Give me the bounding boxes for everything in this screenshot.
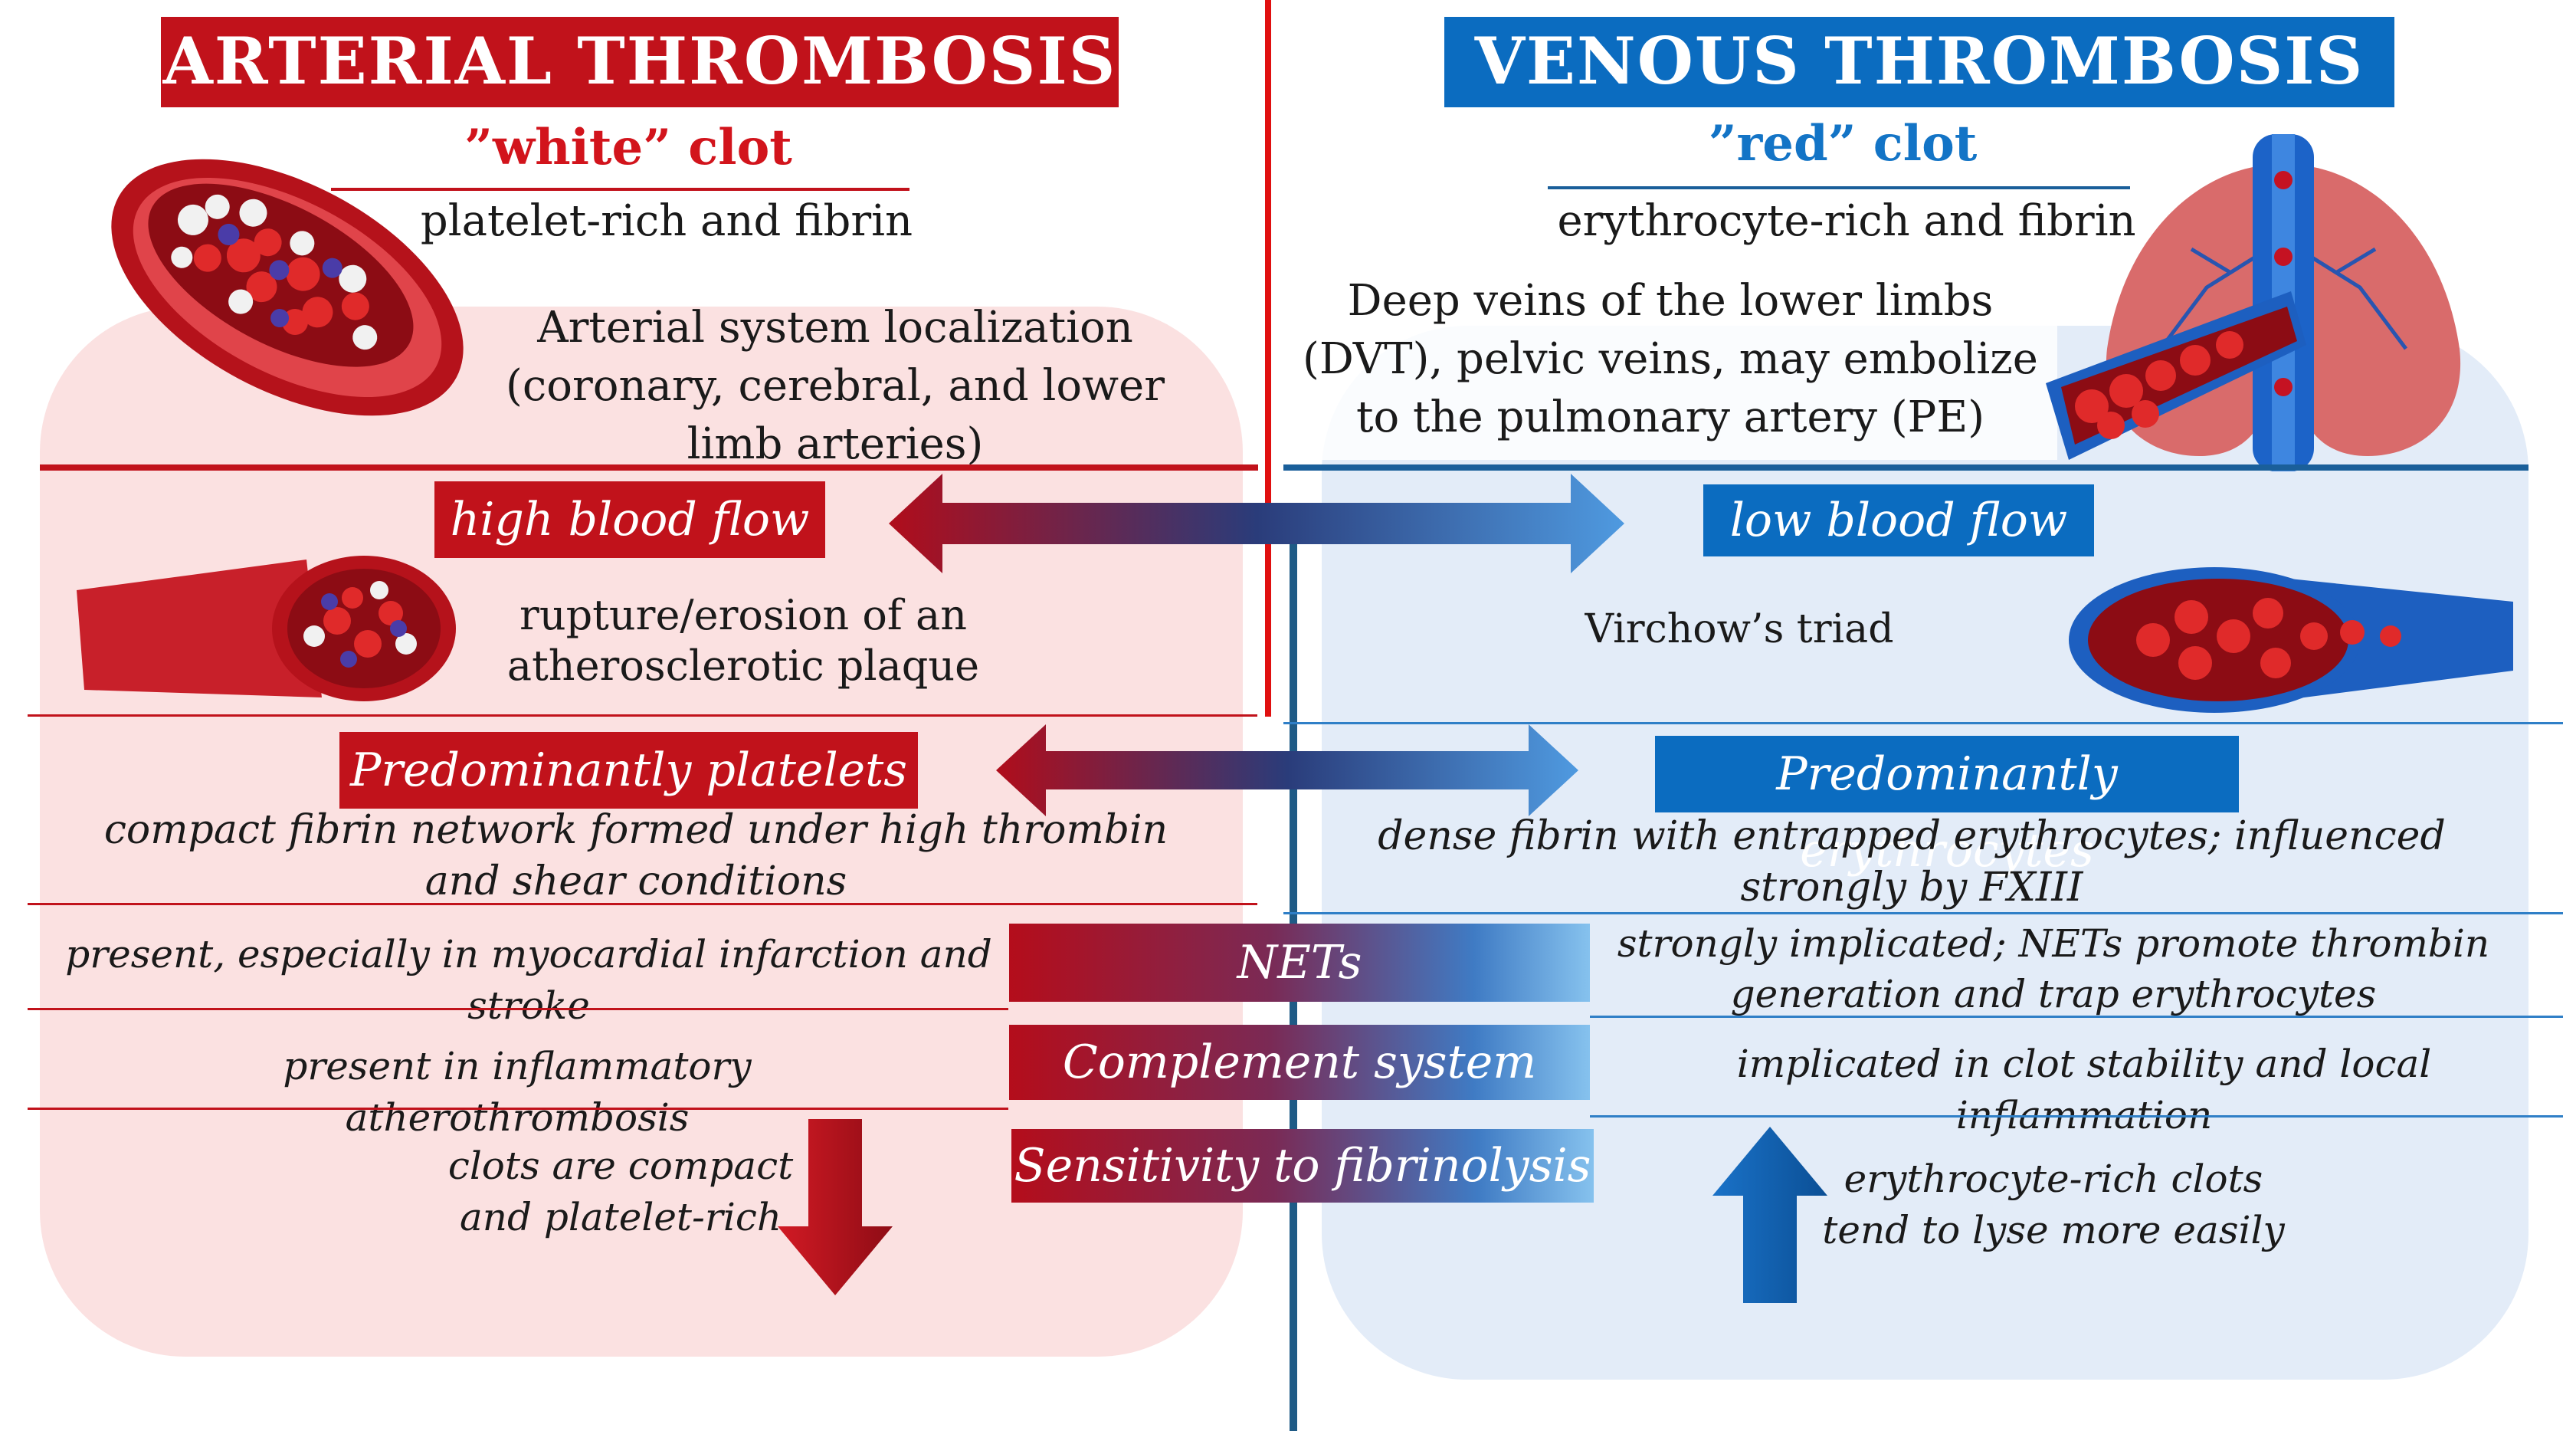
- divider-arterial-2: [28, 714, 1257, 717]
- divider-venous-4: [1590, 1016, 2563, 1018]
- low-blood-flow-box: low blood flow: [1703, 484, 2094, 556]
- arterial-complement: present in inflammatory atherothrombosis: [283, 1044, 752, 1140]
- arterial-text-backdrop: [306, 130, 958, 253]
- divider-arterial-4: [28, 1008, 1008, 1010]
- divider-venous-3: [1283, 912, 2563, 914]
- arterial-section-divider: [40, 464, 1258, 471]
- arterial-clot-type: ”white” clot: [464, 119, 792, 176]
- nets-box: NETs: [1009, 924, 1590, 1002]
- arterial-localization: Arterial system localization (coronary, …: [506, 303, 1165, 469]
- divider-arterial-5: [28, 1108, 1008, 1110]
- divider-venous-5: [1590, 1115, 2563, 1118]
- venous-clot-underline: [1548, 186, 2130, 189]
- sensitivity-to-fibrinolysis-box: Sensitivity to fibrinolysis: [1011, 1129, 1594, 1203]
- divider-venous-2: [1283, 722, 2563, 724]
- arterial-clot-underline: [331, 188, 909, 191]
- venous-complement: implicated in clot stability and local i…: [1736, 1042, 2432, 1137]
- venous-section-divider: [1283, 464, 2528, 471]
- arterial-title: ARTERIAL THROMBOSIS: [161, 17, 1119, 107]
- venous-fibrinolysis: erythrocyte-rich clots tend to lyse more…: [1822, 1157, 2285, 1252]
- venous-text-backdrop: [1513, 126, 2188, 261]
- venous-title: VENOUS THROMBOSIS: [1444, 17, 2394, 107]
- arterial-nets: present, especially in myocardial infarc…: [65, 932, 992, 1028]
- vein-clot-illustration: [2046, 291, 2306, 460]
- arterial-composition: platelet-rich and fibrin: [420, 196, 913, 246]
- arrow-up-icon: [1712, 1127, 1827, 1303]
- predominantly-erythrocytes-box: Predominantly erythrocytes: [1655, 736, 2239, 878]
- venous-localization-backdrop: [1283, 264, 2057, 460]
- arrow-down-icon: [778, 1119, 893, 1295]
- arterial-trigger: rupture/erosion of an atherosclerotic pl…: [506, 591, 980, 690]
- divider-arterial-3: [28, 903, 1257, 905]
- vein-cross-section-illustration: [2069, 567, 2513, 713]
- venous-clot-type: ”red” clot: [1708, 115, 1978, 172]
- venous-localization: Deep veins of the lower limbs (DVT), pel…: [1303, 276, 2038, 442]
- complement-system-box: Complement system: [1009, 1025, 1590, 1100]
- venous-nets: strongly implicated; NETs promote thromb…: [1617, 921, 2490, 1016]
- arterial-fibrin: compact fibrin network formed under high…: [103, 807, 1168, 904]
- artery-clot-illustration: [111, 159, 464, 416]
- double-arrow-cells: [996, 724, 1578, 816]
- center-divider-red: [1265, 0, 1271, 717]
- double-arrow: [889, 474, 1624, 573]
- venous-trigger: Virchow’s triad: [1585, 606, 1894, 652]
- high-blood-flow-box: high blood flow: [434, 481, 825, 558]
- predominantly-platelets-box: Predominantly platelets: [339, 732, 918, 809]
- venous-fibrin: dense fibrin with entrapped erythrocytes…: [1378, 813, 2446, 911]
- arterial-fibrinolysis: clots are compact and platelet-rich: [447, 1144, 794, 1239]
- venous-composition: erythrocyte-rich and fibrin: [1557, 196, 2136, 246]
- artery-cross-section-illustration: [77, 556, 456, 701]
